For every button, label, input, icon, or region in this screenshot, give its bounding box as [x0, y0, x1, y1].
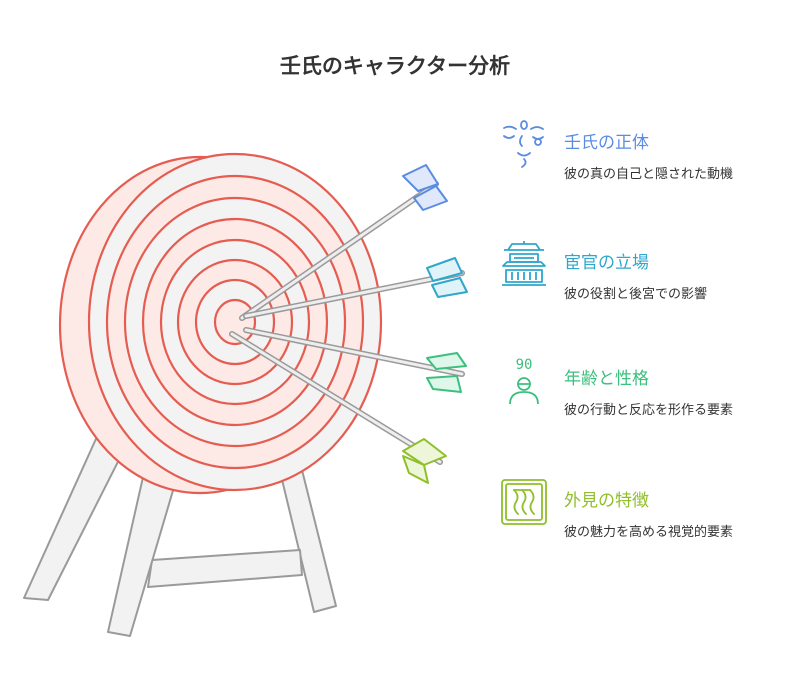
item-identity: 壬氏の正体 彼の真の自己と隠された動機 [500, 120, 785, 190]
face-mask-icon [503, 120, 544, 168]
age-person-icon: 90 [509, 357, 539, 404]
age-number: 90 [516, 357, 533, 373]
arrow-teal [243, 257, 468, 319]
target-bullseye [213, 298, 257, 346]
hair-strands-icon [501, 479, 547, 525]
diagram-title: 壬氏のキャラクター分析 [279, 54, 511, 78]
arrow-blue [239, 164, 448, 321]
item-label: 宦官の立場 [564, 253, 649, 273]
easel-crossbar [147, 549, 303, 588]
item-label: 年齢と性格 [564, 369, 649, 389]
item-appearance: 外見の特徴 彼の魅力を高める視覚的要素 [500, 478, 785, 548]
arrows [229, 164, 468, 484]
item-label: 壬氏の正体 [564, 133, 649, 153]
item-label: 外見の特徴 [564, 491, 649, 511]
item-eunuch: 宦官の立場 彼の役割と後宮での影響 [500, 240, 785, 310]
arrow-green [243, 327, 467, 393]
item-description: 彼の役割と後宮での影響 [564, 287, 708, 302]
arrow-lime [229, 331, 447, 484]
item-description: 彼の魅力を高める視覚的要素 [564, 525, 734, 540]
palace-icon [502, 241, 546, 286]
target-board [58, 152, 383, 495]
item-description: 彼の行動と反応を形作る要素 [564, 403, 734, 418]
item-description: 彼の真の自己と隠された動機 [564, 167, 734, 182]
item-age: 90 年齢と性格 彼の行動と反応を形作る要素 [500, 356, 785, 426]
